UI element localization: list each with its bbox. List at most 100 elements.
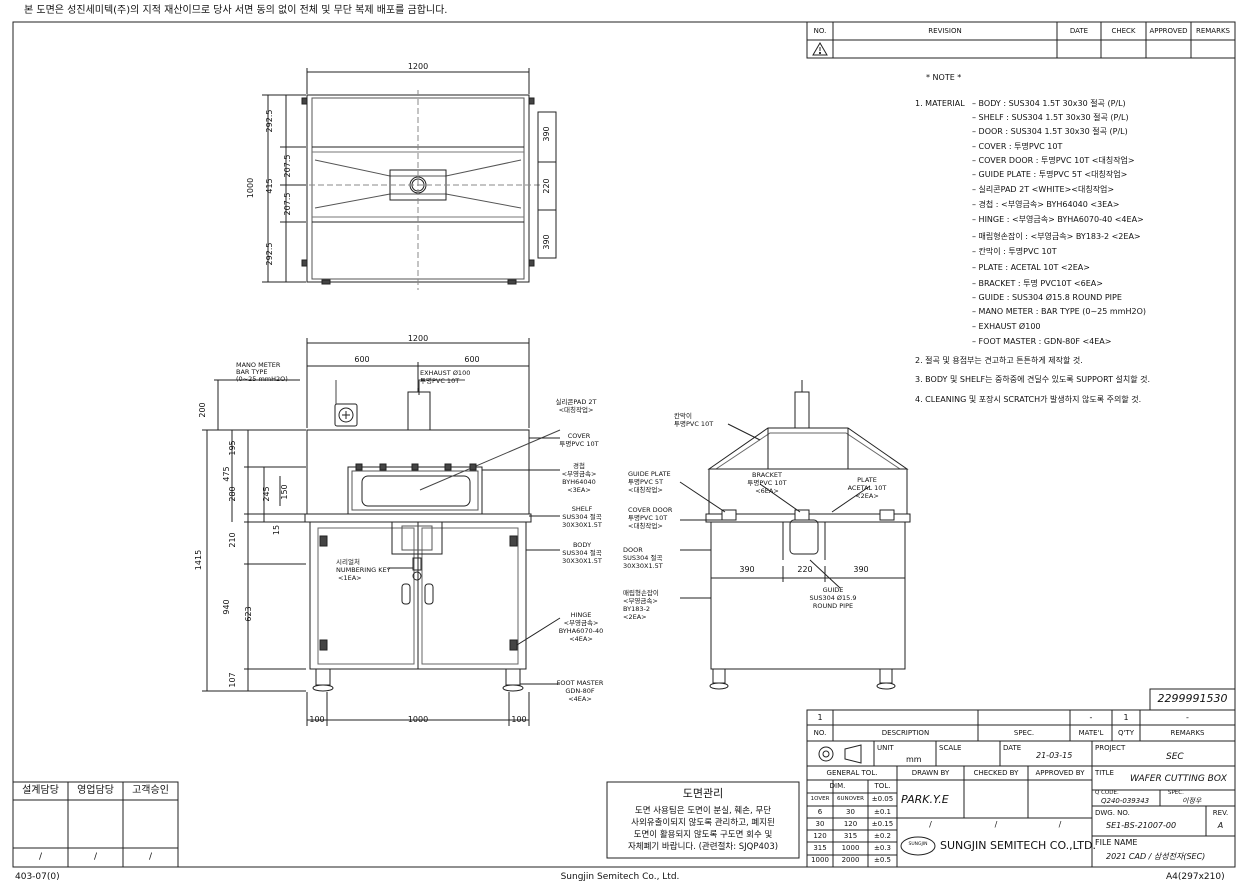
dim-top-left: 207.5: [283, 154, 292, 178]
note-material: – PLATE : ACETAL 10T <2EA>: [972, 263, 1090, 272]
label-handle: 매립형손잡이<부영금속>BY183-2<2EA>: [623, 589, 659, 621]
dim-top-left: 292.5: [265, 109, 274, 133]
file-name-value: 2021 CAD / 삼성전자(SEC): [1106, 852, 1206, 861]
tol-cell: 120: [813, 832, 827, 840]
sign-slash: /: [994, 820, 998, 829]
notes-title: * NOTE *: [926, 73, 962, 82]
dim-front-v: 150: [280, 484, 289, 500]
approval-sign: /: [38, 852, 43, 862]
spec-label: SPEC.: [1168, 790, 1184, 796]
note-material: – GUIDE PLATE : 투명PVC 5T <대칭작업>: [972, 170, 1128, 179]
tol-tol-header: TOL.: [874, 782, 891, 790]
note-material: – MANO METER : BAR TYPE (0~25 mmH2O): [972, 307, 1146, 316]
part-col-no: NO.: [813, 729, 827, 737]
tol-cell: 1000: [811, 856, 829, 864]
dim-top-right: 390: [542, 126, 551, 142]
checked-by-label: CHECKED BY: [973, 769, 1019, 777]
dim-front-v: 940: [222, 599, 231, 615]
approval-sign: /: [148, 852, 153, 862]
dim-front-v: 280: [228, 486, 237, 502]
title-block-lines: [806, 688, 1236, 868]
part-row-remarks: -: [1186, 713, 1189, 722]
dim-top-depth-label: 1000: [246, 177, 255, 199]
dim-front-v: 210: [228, 532, 237, 548]
dim-front-half: 600: [354, 355, 370, 364]
note-material: – GUIDE : SUS304 Ø15.8 ROUND PIPE: [972, 293, 1122, 302]
tol-dim-header: DIM.: [829, 782, 846, 790]
title-value: WAFER CUTTING BOX: [1130, 774, 1227, 784]
q-code-label: Q CODE.: [1095, 790, 1119, 796]
part-col-matel: MATE'L: [1078, 729, 1104, 737]
approval-sign: /: [93, 852, 98, 862]
dim-front-half: 600: [464, 355, 480, 364]
sign-slash: /: [1058, 820, 1062, 829]
dwg-no-label: DWG. NO.: [1095, 809, 1130, 817]
dim-side: 220: [797, 565, 813, 574]
dim-front-v: 107: [228, 672, 237, 688]
note-material: – 실리콘PAD 2T <WHITE><대칭작업>: [972, 185, 1115, 194]
dim-front-v: 195: [228, 440, 237, 456]
note-material: – 매립형손잡이 : <부영금속> BY183-2 <2EA>: [972, 232, 1141, 241]
dim-front-bottom: 1000: [407, 715, 429, 724]
approval-header-customer: 고객승인: [132, 785, 169, 796]
note-item: 2. 절곡 및 용접부는 견고하고 튼튼하게 제작할 것.: [915, 356, 1083, 365]
rev-col-remarks: REMARKS: [1195, 27, 1230, 35]
rev-col-no: NO.: [813, 27, 827, 35]
rev-col-date: DATE: [1069, 27, 1089, 35]
top-view: [262, 68, 557, 290]
dim-side: 390: [739, 565, 755, 574]
label-hinge: HINGE<부영금속>BYHA6070-40<4EA>: [558, 611, 604, 643]
dim-top-left: 415: [265, 178, 274, 194]
drawing-mgmt-title: 도면관리: [682, 787, 724, 800]
tol-cell: 315: [843, 832, 858, 840]
drawn-by-value: PARK.Y.E: [901, 793, 949, 806]
dim-front-height: 1415: [194, 549, 203, 571]
tol-cell: ±0.15: [871, 820, 894, 828]
dim-front-bottom: 100: [511, 715, 527, 724]
note-material: – BRACKET : 투명 PVC10T <6EA>: [972, 279, 1103, 288]
footer-paper-size: A4(297x210): [1166, 872, 1225, 882]
dim-top-right: 220: [542, 178, 551, 194]
footer-form-number: 403-07(0): [15, 872, 60, 882]
dim-front-v: 15: [272, 524, 281, 536]
note-material: – EXHAUST Ø100: [972, 322, 1041, 331]
rev-label: REV.: [1212, 809, 1229, 817]
company-name: SUNGJIN SEMITECH CO.,LTD.: [940, 839, 1096, 852]
note-material: – SHELF : SUS304 1.5T 30x30 절곡 (P/L): [972, 113, 1129, 122]
project-label: PROJECT: [1095, 744, 1126, 752]
tol-cell: ±0.2: [874, 832, 891, 840]
dim-front-v: 623: [244, 606, 253, 622]
unit-value: mm: [906, 755, 922, 764]
part-row-mate: -: [1089, 713, 1093, 722]
project-value: SEC: [1166, 752, 1184, 762]
tol-cell: 315: [813, 844, 827, 852]
dim-side: 390: [853, 565, 869, 574]
rev-col-check: CHECK: [1111, 27, 1136, 35]
approval-header-design: 설계담당: [22, 785, 59, 796]
scale-label: SCALE: [939, 744, 962, 752]
tol-cell: 2000: [841, 856, 860, 864]
approved-by-label: APPROVED BY: [1035, 769, 1085, 777]
side-view: [679, 380, 911, 690]
part-col-remarks: REMARKS: [1170, 729, 1205, 737]
label-silicon-pad: 실리콘PAD 2T<대칭작업>: [555, 398, 597, 414]
tol-cell: 6: [817, 808, 823, 816]
q-code-value: Q240-039343: [1101, 797, 1150, 805]
note-item: 3. BODY 및 SHELF는 중하중에 견딜수 있도록 SUPPORT 설치…: [915, 375, 1151, 384]
dim-top-left: 292.5: [265, 242, 274, 266]
note-material: – 경첩 : <부영금속> BYH64040 <3EA>: [972, 200, 1120, 209]
note-material: – COVER : 투명PVC 10T: [972, 142, 1063, 151]
part-col-qty: Q'TY: [1118, 729, 1134, 737]
note-material: – 칸막이 : 투명PVC 10T: [972, 247, 1057, 256]
front-view: [202, 338, 561, 726]
